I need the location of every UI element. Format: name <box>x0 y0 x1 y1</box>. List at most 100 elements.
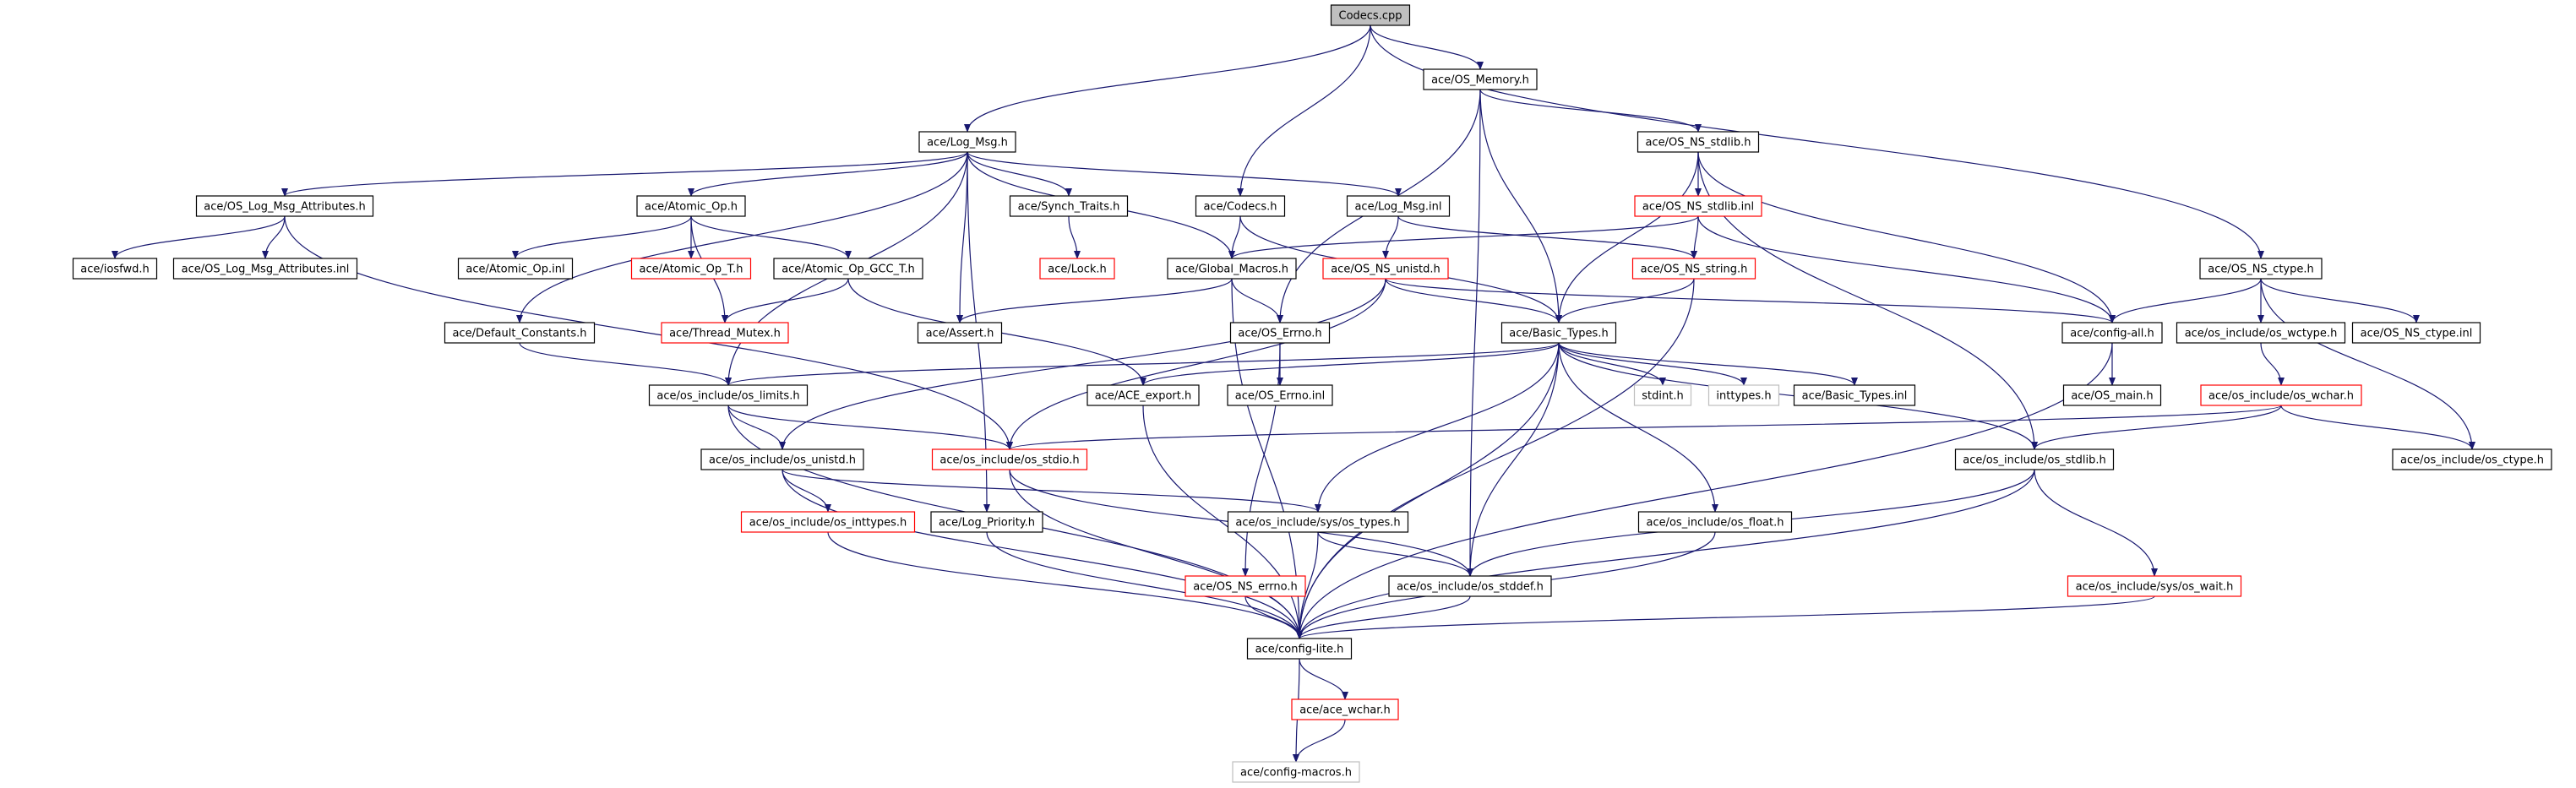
edge-os-memory-h-to-os-ns-stdlib-h <box>1479 89 1702 133</box>
node-os-log-msg-attributes-h[interactable]: ace/OS_Log_Msg_Attributes.h <box>195 195 374 217</box>
node-label: ace/OS_main.h <box>2071 390 2153 403</box>
node-os-include-os-ctype-h[interactable]: ace/os_include/os_ctype.h <box>2392 448 2552 470</box>
edge-default-constants-h-to-os-include-os-limits-h <box>519 342 732 386</box>
node-box <box>1633 384 1692 406</box>
node-atomic-op-h[interactable]: ace/Atomic_Op.h <box>636 195 746 217</box>
node-codecs-cpp[interactable]: Codecs.cpp <box>1330 4 1411 26</box>
node-os-include-os-wchar-h[interactable]: ace/os_include/os_wchar.h <box>2200 384 2362 406</box>
node-label: ace/Log_Msg.h <box>927 137 1008 149</box>
node-os-main-h[interactable]: ace/OS_main.h <box>2062 384 2162 406</box>
edge-codecs-cpp-to-os-memory-h <box>1370 24 1484 70</box>
node-os-include-os-stdlib-h[interactable]: ace/os_include/os_stdlib.h <box>1954 448 2115 470</box>
node-box <box>2176 322 2346 344</box>
node-atomic-op-t-h[interactable]: ace/Atomic_Op_T.h <box>630 258 752 280</box>
node-label: ace/Atomic_Op_T.h <box>640 264 743 276</box>
node-os-ns-stdlib-h[interactable]: ace/OS_NS_stdlib.h <box>1637 131 1760 153</box>
node-assert-h[interactable]: ace/Assert.h <box>917 322 1003 344</box>
node-os-memory-h[interactable]: ace/OS_Memory.h <box>1423 68 1538 90</box>
node-os-include-os-unistd-h[interactable]: ace/os_include/os_unistd.h <box>700 448 864 470</box>
edge-synch-traits-h-to-lock-h <box>1068 215 1081 259</box>
node-box <box>72 258 158 280</box>
node-box <box>918 131 1016 153</box>
node-ace-wchar-h[interactable]: ace/ace_wchar.h <box>1291 698 1399 720</box>
node-iosfwd-h[interactable]: ace/iosfwd.h <box>72 258 158 280</box>
node-box <box>1330 4 1411 26</box>
node-os-include-os-float-h[interactable]: ace/os_include/os_float.h <box>1637 511 1793 533</box>
node-os-ns-string-h[interactable]: ace/OS_NS_string.h <box>1631 258 1756 280</box>
node-box <box>1039 258 1115 280</box>
node-os-ns-errno-h[interactable]: ace/OS_NS_errno.h <box>1185 575 1306 597</box>
edge-os-include-sys-os-wait-h-to-config-lite-h <box>1296 595 2155 639</box>
node-box <box>1634 195 1762 217</box>
node-box <box>195 195 374 217</box>
node-label: ace/Thread_Mutex.h <box>669 328 781 340</box>
node-os-include-os-stdio-h[interactable]: ace/os_include/os_stdio.h <box>931 448 1088 470</box>
node-thread-mutex-h[interactable]: ace/Thread_Mutex.h <box>661 322 789 344</box>
node-os-ns-unistd-h[interactable]: ace/OS_NS_unistd.h <box>1322 258 1449 280</box>
node-os-ns-stdlib-inl[interactable]: ace/OS_NS_stdlib.inl <box>1634 195 1762 217</box>
node-atomic-op-gcc-t-h[interactable]: ace/Atomic_Op_GCC_T.h <box>773 258 923 280</box>
node-basic-types-h[interactable]: ace/Basic_Types.h <box>1500 322 1617 344</box>
edge-atomic-op-h-to-atomic-op-gcc-t-h <box>690 215 852 259</box>
node-label: ace/config-all.h <box>2070 328 2154 340</box>
node-stdint-h[interactable]: stdint.h <box>1633 384 1692 406</box>
node-os-include-os-wctype-h[interactable]: ace/os_include/os_wctype.h <box>2176 322 2346 344</box>
node-box <box>2062 384 2162 406</box>
node-os-include-os-stddef-h[interactable]: ace/os_include/os_stddef.h <box>1388 575 1552 597</box>
node-basic-types-inl[interactable]: ace/Basic_Types.inl <box>1793 384 1916 406</box>
edge-os-ns-stdlib-inl-to-global-macros-h <box>1228 215 1699 259</box>
node-synch-traits-h[interactable]: ace/Synch_Traits.h <box>1009 195 1129 217</box>
node-os-errno-h[interactable]: ace/OS_Errno.h <box>1229 322 1331 344</box>
node-log-priority-h[interactable]: ace/Log_Priority.h <box>930 511 1043 533</box>
edge-os-ns-stdlib-h-to-basic-types-h <box>1555 151 1699 323</box>
edge-os-ns-errno-h-to-config-lite-h <box>1244 595 1303 639</box>
node-label: ace/os_include/os_float.h <box>1646 517 1784 530</box>
node-os-log-msg-attributes-inl[interactable]: ace/OS_Log_Msg_Attributes.inl <box>172 258 358 280</box>
node-box <box>1322 258 1449 280</box>
node-box <box>1227 384 1333 406</box>
edge-global-macros-h-to-assert-h <box>956 278 1233 323</box>
node-log-msg-h[interactable]: ace/Log_Msg.h <box>918 131 1016 153</box>
node-os-include-os-inttypes-h[interactable]: ace/os_include/os_inttypes.h <box>740 511 916 533</box>
node-label: ace/OS_Errno.inl <box>1235 390 1325 403</box>
node-os-include-os-limits-h[interactable]: ace/os_include/os_limits.h <box>648 384 809 406</box>
node-ace-export-h[interactable]: ace/ACE_export.h <box>1086 384 1200 406</box>
node-log-msg-inl[interactable]: ace/Log_Msg.inl <box>1346 195 1451 217</box>
edge-os-ns-ctype-h-to-os-include-os-ctype-h <box>2260 278 2475 450</box>
node-box <box>648 384 809 406</box>
node-lock-h[interactable]: ace/Lock.h <box>1039 258 1115 280</box>
node-codecs-h[interactable]: ace/Codecs.h <box>1195 195 1286 217</box>
node-box <box>1500 322 1617 344</box>
node-box <box>172 258 358 280</box>
edge-log-msg-h-to-assert-h <box>956 151 968 323</box>
edge-log-priority-h-to-config-lite-h <box>986 531 1303 639</box>
node-box <box>1423 68 1538 90</box>
edge-os-include-os-wchar-h-to-os-include-os-stdlib-h <box>2031 405 2282 450</box>
node-config-macros-h[interactable]: ace/config-macros.h <box>1232 761 1360 783</box>
node-box <box>630 258 752 280</box>
node-atomic-op-inl[interactable]: ace/Atomic_Op.inl <box>457 258 574 280</box>
node-label: ace/OS_Memory.h <box>1431 74 1529 87</box>
node-box <box>1631 258 1756 280</box>
node-os-errno-inl[interactable]: ace/OS_Errno.inl <box>1227 384 1333 406</box>
node-os-include-sys-os-types-h[interactable]: ace/os_include/sys/os_types.h <box>1227 511 1409 533</box>
node-inttypes-h[interactable]: inttypes.h <box>1707 384 1780 406</box>
node-os-include-sys-os-wait-h[interactable]: ace/os_include/sys/os_wait.h <box>2067 575 2242 597</box>
edge-os-ns-ctype-h-to-config-all-h <box>2109 278 2262 323</box>
node-box <box>1227 511 1409 533</box>
node-config-lite-h[interactable]: ace/config-lite.h <box>1246 638 1353 660</box>
edge-os-ns-ctype-h-to-os-ns-ctype-inl <box>2260 278 2420 323</box>
node-os-ns-ctype-inl[interactable]: ace/OS_NS_ctype.inl <box>2351 322 2481 344</box>
node-box <box>1232 761 1360 783</box>
edge-os-include-os-unistd-h-to-config-lite-h <box>782 469 1303 639</box>
edge-os-include-sys-os-types-h-to-os-include-os-stddef-h <box>1317 531 1473 577</box>
node-box <box>1637 511 1793 533</box>
node-default-constants-h[interactable]: ace/Default_Constants.h <box>444 322 596 344</box>
node-os-ns-ctype-h[interactable]: ace/OS_NS_ctype.h <box>2199 258 2323 280</box>
edge-config-lite-h-to-ace-wchar-h <box>1299 658 1348 700</box>
node-config-all-h[interactable]: ace/config-all.h <box>2061 322 2163 344</box>
node-box <box>444 322 596 344</box>
node-label: ace/OS_NS_ctype.inl <box>2361 328 2473 340</box>
node-label: ace/Codecs.h <box>1203 201 1277 214</box>
node-global-macros-h[interactable]: ace/Global_Macros.h <box>1167 258 1297 280</box>
